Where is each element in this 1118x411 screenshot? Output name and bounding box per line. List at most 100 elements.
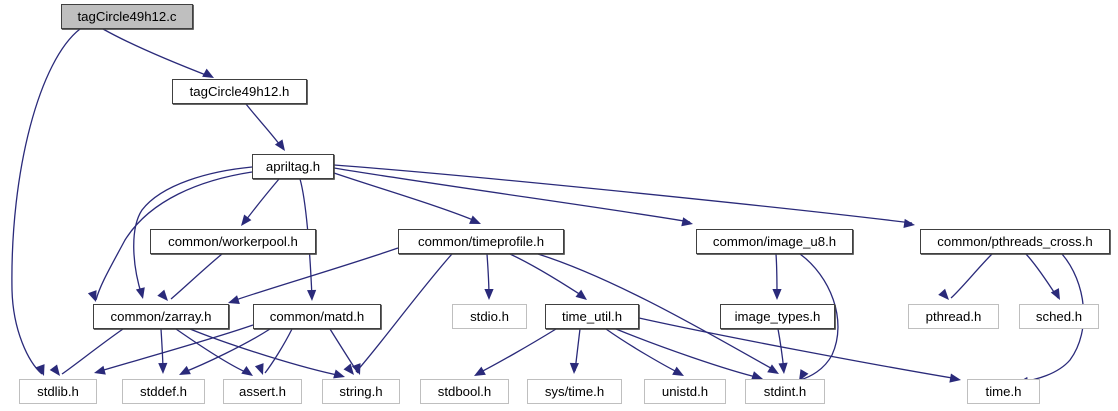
node-label: pthread.h xyxy=(925,308,982,324)
edge-common_timeprofile_h-to-common_zarray_h xyxy=(229,247,399,303)
arrow-to-workerpool xyxy=(241,214,252,226)
edge-apriltag_h-to-common_timeprofile_h xyxy=(333,172,479,223)
node-stdbool_h[interactable]: stdbool.h xyxy=(420,379,509,404)
edge-time_util_h-to-stdint_h xyxy=(615,328,761,379)
node-tagCircle49h12_c[interactable]: tagCircle49h12.c xyxy=(61,4,193,29)
node-label: stdlib.h xyxy=(37,383,79,399)
edge-common_zarray_h-to-string_h xyxy=(189,328,343,377)
edge-apriltag_h-to-common_zarray_h xyxy=(133,166,253,297)
arrow-to-pthreads-cross xyxy=(903,218,915,229)
node-apriltag_h[interactable]: apriltag.h xyxy=(252,154,334,179)
node-assert_h[interactable]: assert.h xyxy=(223,379,302,404)
arrow-to-stdlib-from-c xyxy=(35,364,45,376)
arrow-to-zarray-from-timeprofile xyxy=(228,295,240,304)
edge-tagCircle49h12_h-to-apriltag_h xyxy=(245,103,284,150)
arrow-to-stdint-from-timeprofile xyxy=(767,364,779,374)
node-pthread_h[interactable]: pthread.h xyxy=(908,304,999,329)
node-label: string.h xyxy=(339,383,383,399)
edge-apriltag_h-to-common_pthreads_cross_h xyxy=(333,164,913,224)
arrow-to-stdlib-from-matd xyxy=(94,365,106,375)
arrow-to-stdlib-from-zarray xyxy=(49,364,60,376)
edge-common_workerpool_h-to-common_zarray_h xyxy=(170,253,223,300)
edge-time_util_h-to-time_h xyxy=(638,317,959,380)
node-label: time.h xyxy=(985,383,1022,399)
edge-tagCircle49h12_c-to-stdlib_h xyxy=(11,28,81,375)
edge-time_util_h-to-unistd_h xyxy=(605,328,682,375)
node-string_h[interactable]: string.h xyxy=(322,379,400,404)
edge-common_image_u8_h-to-stdint_h xyxy=(799,253,839,381)
node-unistd_h[interactable]: unistd.h xyxy=(644,379,726,404)
node-label: common/matd.h xyxy=(269,308,365,324)
node-label: common/image_u8.h xyxy=(712,233,837,249)
node-common_matd_h[interactable]: common/matd.h xyxy=(253,304,381,329)
node-label: stdbool.h xyxy=(437,383,492,399)
node-label: common/workerpool.h xyxy=(168,233,298,249)
edges-group xyxy=(11,28,1085,383)
node-stdlib_h[interactable]: stdlib.h xyxy=(19,379,97,404)
arrow-to-assert-from-zarray xyxy=(241,366,253,376)
arrow-to-zarray-from-apriltag-a xyxy=(135,287,145,299)
edge-common_pthreads_cross_h-to-pthread_h xyxy=(950,253,993,299)
node-common_zarray_h[interactable]: common/zarray.h xyxy=(93,304,229,329)
node-label: sys/time.h xyxy=(544,383,605,399)
node-sys_time_h[interactable]: sys/time.h xyxy=(527,379,622,404)
arrow-to-matd-from-apriltag xyxy=(307,289,317,301)
node-label: common/zarray.h xyxy=(110,308,212,324)
node-sched_h[interactable]: sched.h xyxy=(1019,304,1099,329)
edge-apriltag_h-to-common_image_u8_h xyxy=(333,167,691,223)
edge-common_timeprofile_h-to-stdint_h xyxy=(537,253,777,372)
edge-common_matd_h-to-stdlib_h xyxy=(96,324,254,373)
node-image_types_h[interactable]: image_types.h xyxy=(720,304,835,329)
arrow-to-stdbool xyxy=(474,366,486,376)
arrow-to-pthread xyxy=(938,288,949,300)
arrow-to-string-from-zarray xyxy=(333,369,345,379)
edge-common_matd_h-to-assert_h xyxy=(264,328,293,374)
arrow-to-string-from-matd xyxy=(351,363,361,375)
edge-common_timeprofile_h-to-time_util_h xyxy=(509,253,585,298)
arrow-to-sched xyxy=(1050,288,1060,300)
node-time_h[interactable]: time.h xyxy=(967,379,1040,404)
edge-tagCircle49h12_c-to-tagCircle49h12_h xyxy=(102,28,212,78)
arrow-to-stdint-from-image-u8 xyxy=(799,369,809,381)
node-stdint_h[interactable]: stdint.h xyxy=(745,379,825,404)
edge-time_util_h-to-stdbool_h xyxy=(476,328,557,375)
arrowheads-group xyxy=(35,68,1060,387)
edge-apriltag_h-to-common_zarray_h2 xyxy=(95,171,253,301)
arrow-to-zarray-from-workerpool xyxy=(157,289,168,301)
node-common_workerpool_h[interactable]: common/workerpool.h xyxy=(150,229,316,254)
arrow-to-unistd xyxy=(672,366,684,376)
arrow-to-stddef-from-matd xyxy=(179,365,191,375)
edge-common_pthreads_cross_h-to-time_h xyxy=(1019,253,1085,383)
arrow-to-stddef-from-zarray xyxy=(158,362,168,374)
node-label: unistd.h xyxy=(661,383,709,399)
node-tagCircle49h12_h[interactable]: tagCircle49h12.h xyxy=(172,79,307,104)
node-stddef_h[interactable]: stddef.h xyxy=(122,379,205,404)
arrow-to-stdio xyxy=(484,289,494,300)
node-stdio_h[interactable]: stdio.h xyxy=(452,304,527,329)
node-common_timeprofile_h[interactable]: common/timeprofile.h xyxy=(398,229,564,254)
arrow-to-image-types xyxy=(772,289,782,300)
node-label: image_types.h xyxy=(734,308,821,324)
arrow-to-timeprofile xyxy=(469,215,481,224)
arrow-to-stdint-from-time-util xyxy=(751,371,763,380)
arrow-to-sys-time xyxy=(569,362,579,374)
node-label: apriltag.h xyxy=(265,158,321,174)
edge-common_zarray_h-to-stdlib_h xyxy=(61,328,124,375)
arrow-to-image-u8 xyxy=(681,217,693,227)
edge-apriltag_h-to-common_matd_h xyxy=(299,178,313,299)
node-label: sched.h xyxy=(1035,308,1083,324)
arrow-to-time-util-from-timeprofile xyxy=(575,289,587,300)
arrow-to-stdint-from-image-types xyxy=(778,362,788,374)
edge-common_timeprofile_h-to-string_h xyxy=(355,253,453,373)
edge-apriltag_h-to-common_workerpool_h xyxy=(242,178,280,225)
node-label: stddef.h xyxy=(140,383,187,399)
node-label: common/pthreads_cross.h xyxy=(937,233,1093,249)
node-label: common/timeprofile.h xyxy=(417,233,545,249)
node-common_image_u8_h[interactable]: common/image_u8.h xyxy=(696,229,853,254)
node-label: stdio.h xyxy=(470,308,509,324)
arrow-to-time-from-time-util xyxy=(949,373,961,383)
node-common_pthreads_cross_h[interactable]: common/pthreads_cross.h xyxy=(920,229,1110,254)
node-time_util_h[interactable]: time_util.h xyxy=(545,304,639,329)
node-label: time_util.h xyxy=(561,308,623,324)
